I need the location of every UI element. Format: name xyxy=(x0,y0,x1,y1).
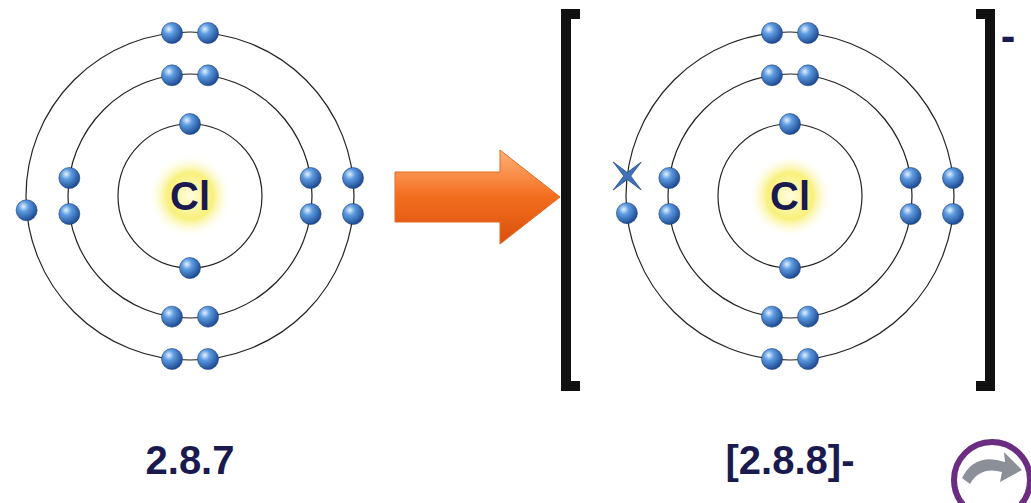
electron xyxy=(761,65,782,86)
electron-shell xyxy=(718,124,862,268)
electron xyxy=(300,167,321,188)
electron xyxy=(343,203,364,224)
electron xyxy=(900,204,921,225)
electron xyxy=(943,168,964,189)
electron xyxy=(16,200,37,221)
electron xyxy=(780,114,801,135)
logo-icon xyxy=(954,442,1030,503)
electron xyxy=(197,349,218,370)
electron xyxy=(900,167,921,188)
element-symbol: Cl xyxy=(170,176,210,216)
electron xyxy=(797,22,818,43)
nucleus: Cl xyxy=(148,154,232,238)
nucleus: Cl xyxy=(748,154,832,238)
electron-shell xyxy=(668,74,912,318)
electron-configuration: 2.8.7 xyxy=(146,440,235,480)
electron xyxy=(59,204,80,225)
electron xyxy=(161,65,182,86)
electron xyxy=(59,167,80,188)
electron xyxy=(180,258,201,279)
electron xyxy=(162,349,183,370)
electron xyxy=(616,203,637,224)
electron xyxy=(343,168,364,189)
electron xyxy=(198,306,219,327)
electron xyxy=(780,258,801,279)
electron xyxy=(300,204,321,225)
reaction-arrow xyxy=(395,150,560,244)
nucleus-glow-circle xyxy=(148,154,232,238)
ion-configuration: [2.8.8]- xyxy=(726,440,855,480)
electron xyxy=(162,22,183,43)
nucleus-glow-circle xyxy=(748,154,832,238)
electron xyxy=(797,349,818,370)
element-symbol: Cl xyxy=(770,176,810,216)
electron-shell xyxy=(626,32,954,360)
electron xyxy=(659,204,680,225)
electron xyxy=(762,22,783,43)
electron xyxy=(180,114,201,135)
left-bracket xyxy=(566,14,580,386)
electron xyxy=(943,203,964,224)
gained-electron xyxy=(613,162,641,190)
right-bracket xyxy=(976,14,990,386)
electron xyxy=(198,65,219,86)
ion-charge: - xyxy=(1001,14,1016,58)
electron-shell xyxy=(68,74,312,318)
electron xyxy=(798,306,819,327)
electron xyxy=(798,65,819,86)
electron xyxy=(761,306,782,327)
electron xyxy=(161,306,182,327)
electron-shell xyxy=(26,32,354,360)
electron xyxy=(197,22,218,43)
electron-shells xyxy=(26,32,954,360)
electrons xyxy=(16,22,963,369)
electron-shell xyxy=(118,124,262,268)
electron xyxy=(762,349,783,370)
electron xyxy=(659,167,680,188)
